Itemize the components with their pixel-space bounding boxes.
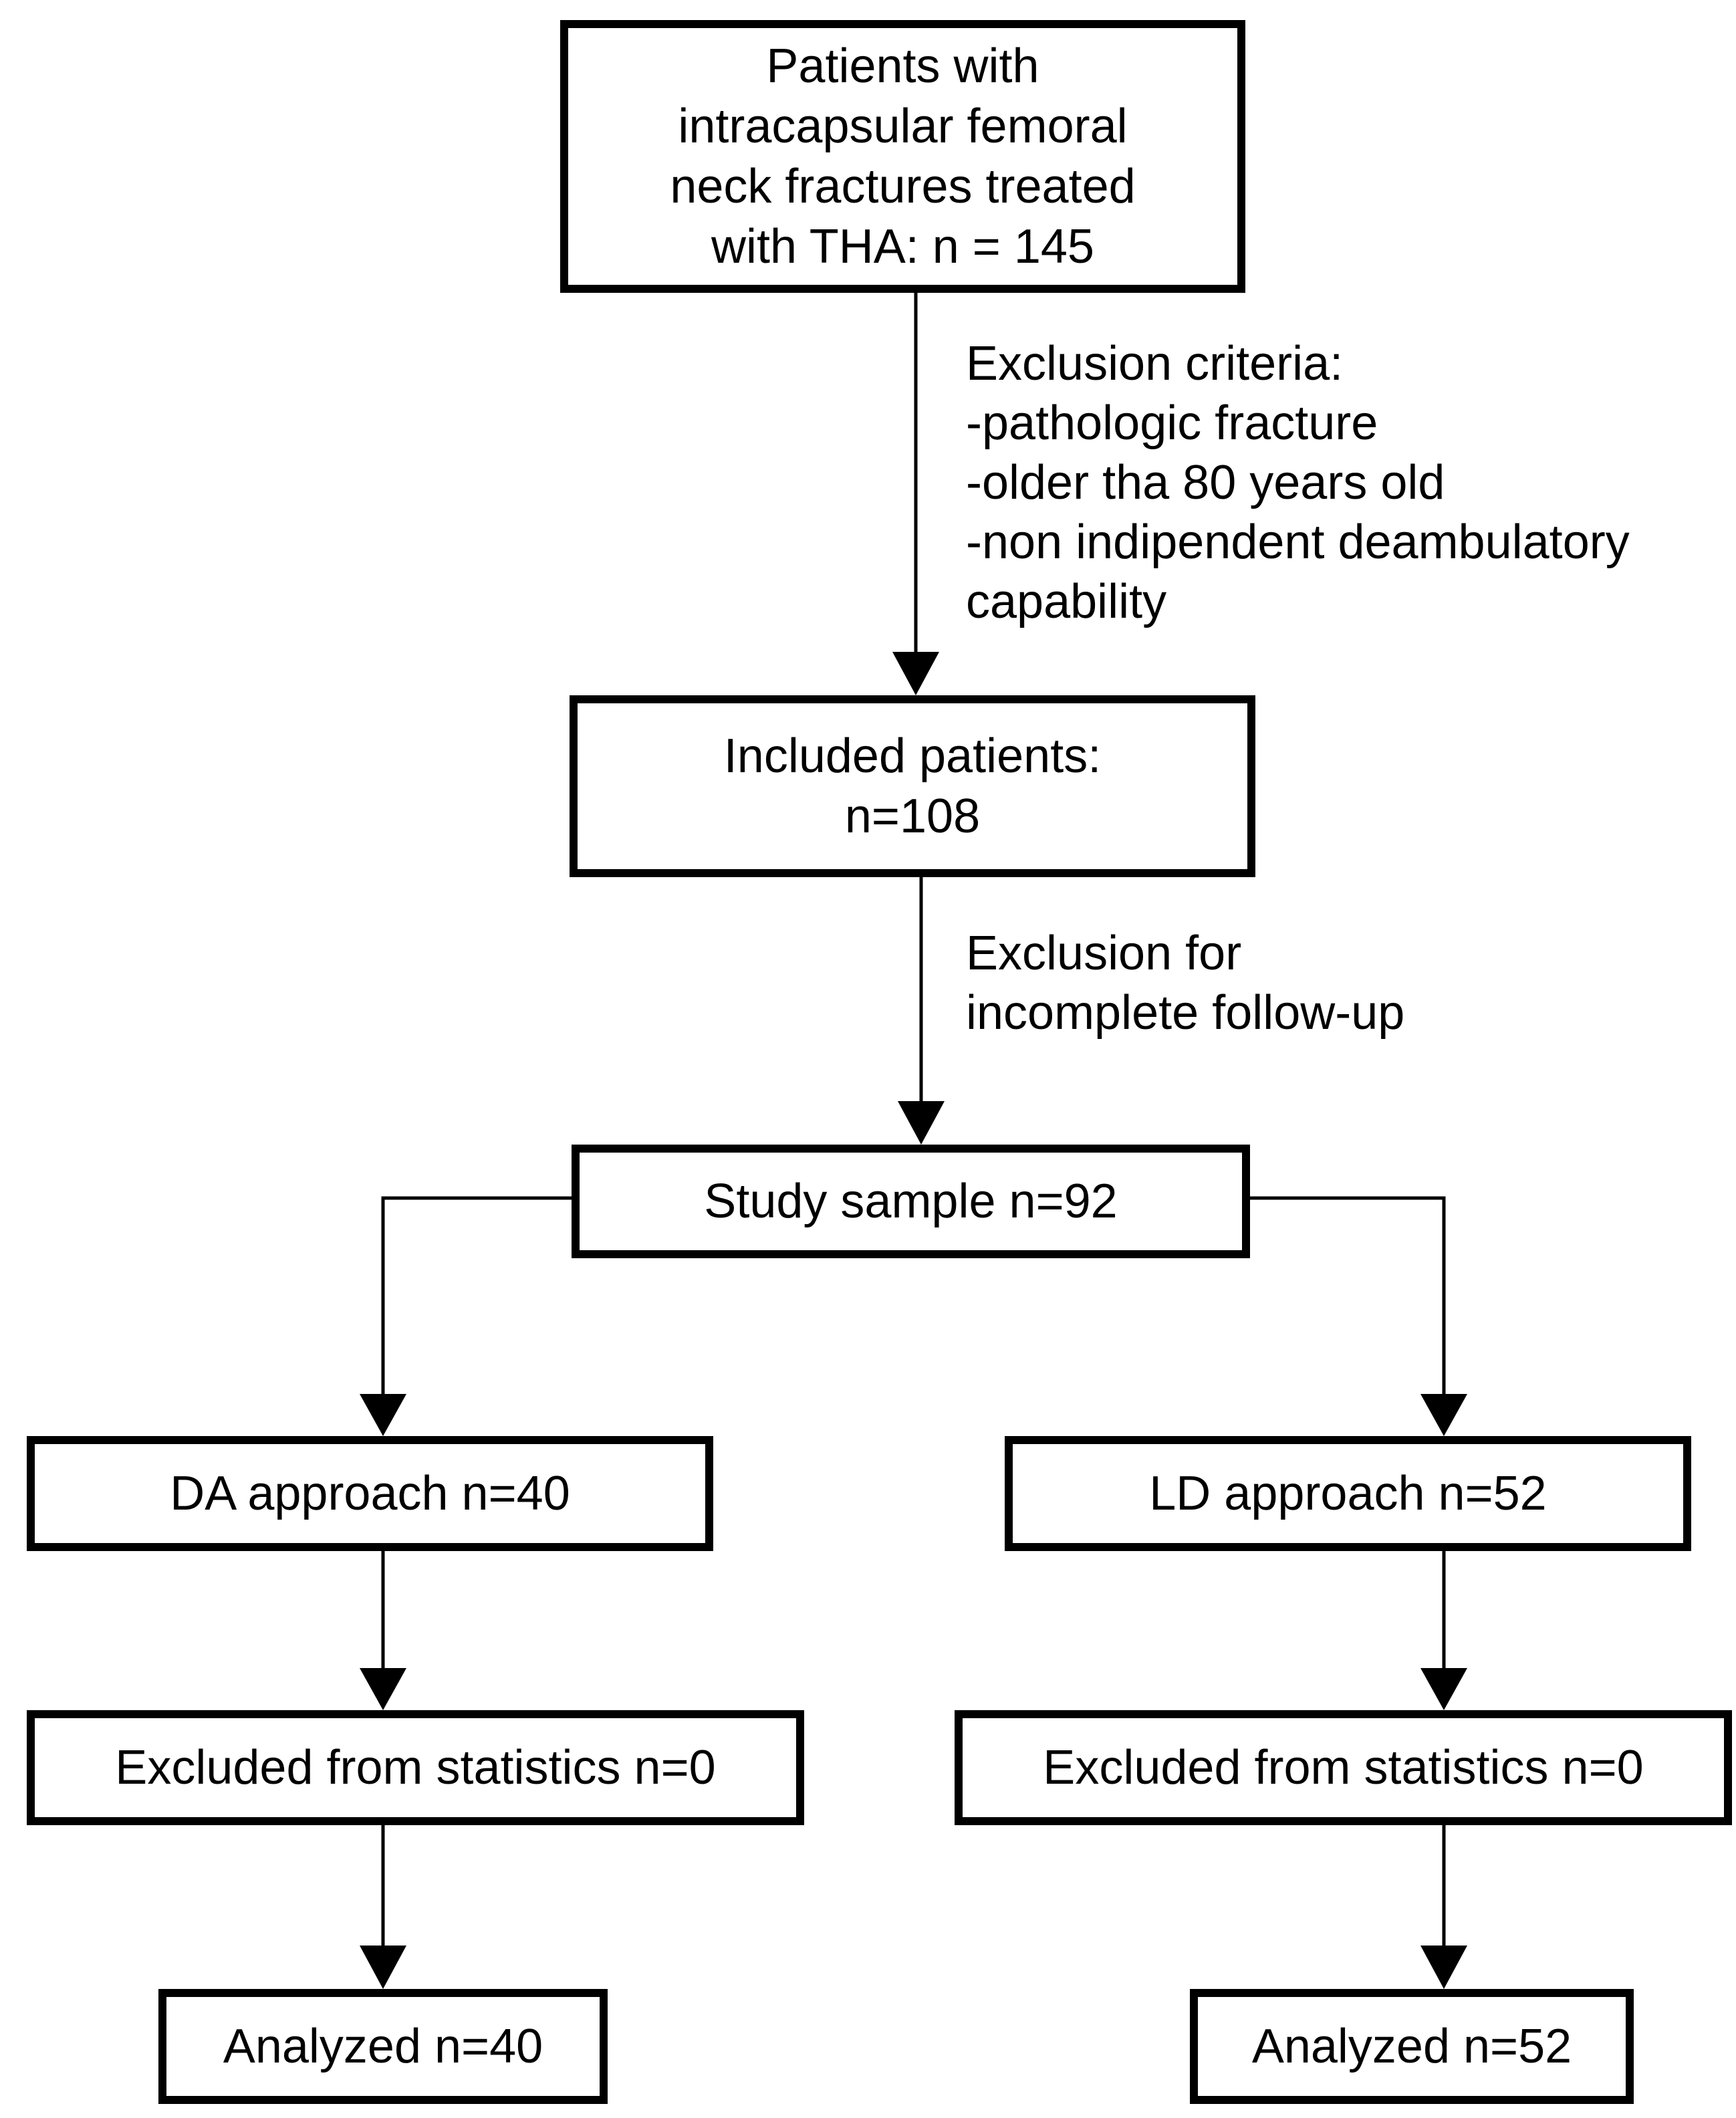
da-approach-box: DA approach n=40 [27, 1436, 713, 1551]
da-excluded-box: Excluded from statistics n=0 [27, 1710, 804, 1825]
connector-sample-to-da [381, 1196, 572, 1397]
da-approach-label: DA approach n=40 [170, 1467, 570, 1520]
study-sample-box: Study sample n=92 [572, 1145, 1250, 1258]
ld-analyzed-label: Analyzed n=52 [1251, 2020, 1572, 2073]
da-analyzed-label: Analyzed n=40 [223, 2020, 543, 2073]
exclusion-followup-line: Exclusion for [966, 927, 1242, 980]
exclusion-criteria-item: -older tha 80 years old [966, 456, 1445, 509]
da-excluded-label: Excluded from statistics n=0 [115, 1741, 716, 1794]
arrowhead-da-excluded-to-analyzed [360, 1946, 406, 1989]
exclusion-criteria-note: Exclusion criteria: -pathologic fracture… [966, 334, 1630, 632]
ld-excluded-label: Excluded from statistics n=0 [1043, 1741, 1644, 1794]
da-analyzed-box: Analyzed n=40 [158, 1989, 608, 2104]
exclusion-followup-note: Exclusion for incomplete follow-up [966, 924, 1404, 1043]
start-box: Patients with intracapsular femoral neck… [560, 20, 1245, 293]
arrowhead-sample-to-ld [1420, 1394, 1467, 1436]
arrowhead-ld-excluded-to-analyzed [1420, 1946, 1467, 1989]
connector-sample-to-ld [1250, 1196, 1446, 1397]
exclusion-criteria-item: -pathologic fracture [966, 396, 1378, 450]
included-box: Included patients: n=108 [570, 695, 1255, 877]
ld-analyzed-box: Analyzed n=52 [1190, 1989, 1634, 2104]
arrowhead-sample-to-da [360, 1394, 406, 1436]
arrowhead-ld-to-excluded [1420, 1668, 1467, 1710]
included-box-label: Included patients: n=108 [723, 729, 1102, 843]
ld-excluded-box: Excluded from statistics n=0 [955, 1710, 1732, 1825]
start-box-label: Patients with intracapsular femoral neck… [670, 39, 1136, 273]
exclusion-criteria-heading: Exclusion criteria: [966, 337, 1344, 390]
exclusion-followup-line: incomplete follow-up [966, 986, 1405, 1040]
ld-approach-box: LD approach n=52 [1005, 1436, 1691, 1551]
arrowhead-start-to-included [892, 652, 939, 695]
exclusion-criteria-item: capability [966, 575, 1167, 628]
ld-approach-label: LD approach n=52 [1149, 1467, 1547, 1520]
study-sample-label: Study sample n=92 [704, 1175, 1118, 1228]
arrowhead-included-to-sample [898, 1101, 945, 1145]
exclusion-criteria-item: -non indipendent deambulatory [966, 515, 1630, 569]
arrowhead-da-to-excluded [360, 1668, 406, 1710]
